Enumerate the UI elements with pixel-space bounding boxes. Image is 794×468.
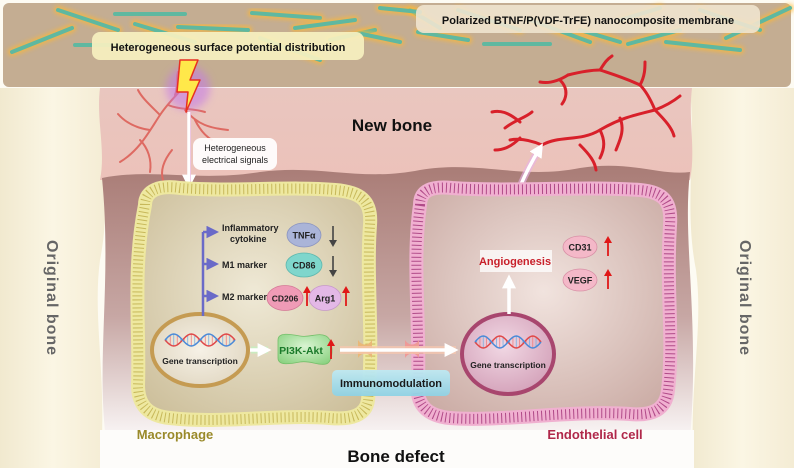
up-arrow-icon — [604, 236, 612, 256]
nanofiber — [176, 25, 250, 32]
nanofiber — [293, 18, 357, 30]
immunomodulation-label: Immunomodulation — [340, 378, 442, 390]
marker-category-inflammatory-2: cytokine — [230, 234, 267, 244]
pi3k-akt-label: PI3K-Akt — [279, 345, 323, 357]
new-bone-label: New bone — [352, 116, 432, 135]
bone-defect-label: Bone defect — [347, 447, 445, 466]
marker-cd206-label: CD206 — [272, 294, 299, 304]
endothelial-nucleus-envelope — [460, 312, 556, 396]
marker-cd31 — [562, 235, 598, 259]
macrophage-nucleus: Gene transcription — [150, 312, 250, 388]
original-bone-right-region — [690, 88, 794, 468]
marker-tnfa-label: TNFα — [292, 231, 315, 241]
endothelial-membrane — [409, 180, 678, 426]
electrical-signals-label-line1: Heterogeneous — [204, 143, 266, 153]
dna-helix-icon — [474, 335, 542, 349]
surface-potential-label-box — [92, 32, 364, 60]
up-arrow-icon — [604, 269, 612, 289]
macrophage-nucleus-envelope — [150, 312, 250, 388]
macrophage-label: Macrophage — [137, 427, 214, 442]
lightning-bolt-icon — [176, 59, 201, 113]
marker-arg1-label: Arg1 — [315, 294, 336, 304]
dna-strand — [474, 335, 542, 349]
endothelial-cell-label: Endothelial cell — [547, 427, 642, 442]
marker-tnfa — [286, 222, 322, 248]
marker-vegf-label: VEGF — [568, 276, 593, 286]
macrophage-lipid-tails — [132, 182, 376, 425]
nanofiber — [10, 26, 74, 54]
up-arrow-icon — [327, 339, 335, 359]
marker-category-m2: M2 marker — [222, 292, 268, 302]
surface-potential-label: Heterogeneous surface potential distribu… — [111, 42, 346, 54]
electrical-signals-label-box — [193, 138, 277, 170]
original-bone-right-label: Original bone — [736, 240, 753, 356]
dna-strand — [164, 333, 236, 347]
membrane-title: Polarized BTNF/P(VDF-TrFE) nanocomposite… — [442, 15, 734, 27]
down-arrow-icon — [329, 226, 337, 247]
original-bone-left-region — [0, 88, 106, 468]
nanofiber — [250, 11, 322, 20]
electrical-signals-label-line2: electrical signals — [202, 155, 269, 165]
marker-cd31-label: CD31 — [568, 243, 591, 253]
nanofiber — [360, 32, 402, 44]
blood-vessel-large — [490, 54, 682, 172]
membrane-title-box — [416, 5, 760, 33]
endothelial-nucleus-label: Gene transcription — [470, 360, 546, 370]
dna-helix-icon — [164, 333, 236, 347]
endothelial-cell — [409, 180, 678, 426]
down-arrow-icon — [329, 256, 337, 277]
endothelial-lipid-tails — [411, 182, 676, 424]
marker-cd206 — [266, 285, 304, 311]
angiogenesis-label: Angiogenesis — [479, 256, 551, 268]
regulation-branch — [201, 225, 219, 316]
nanofiber — [378, 6, 422, 14]
up-arrow-icon — [303, 286, 311, 306]
immunomodulation-box — [332, 370, 450, 396]
marker-category-m1: M1 marker — [222, 260, 268, 270]
original-bone-left-label: Original bone — [43, 240, 60, 356]
endothelial-nucleus: Gene transcription — [460, 312, 556, 396]
marker-vegf — [562, 268, 598, 292]
marker-category-inflammatory-1: Inflammatory — [222, 223, 279, 233]
angiogenesis-label-box — [480, 250, 552, 272]
nanofiber — [416, 30, 470, 42]
defect-bottom — [100, 430, 694, 468]
marker-arg1 — [308, 285, 342, 311]
macrophage-nucleus-label: Gene transcription — [162, 356, 238, 366]
up-arrow-icon — [342, 286, 350, 306]
marker-cd86-label: CD86 — [292, 261, 315, 271]
marker-cd86 — [285, 252, 323, 278]
nanofiber — [56, 8, 120, 32]
nanofiber — [664, 40, 742, 52]
